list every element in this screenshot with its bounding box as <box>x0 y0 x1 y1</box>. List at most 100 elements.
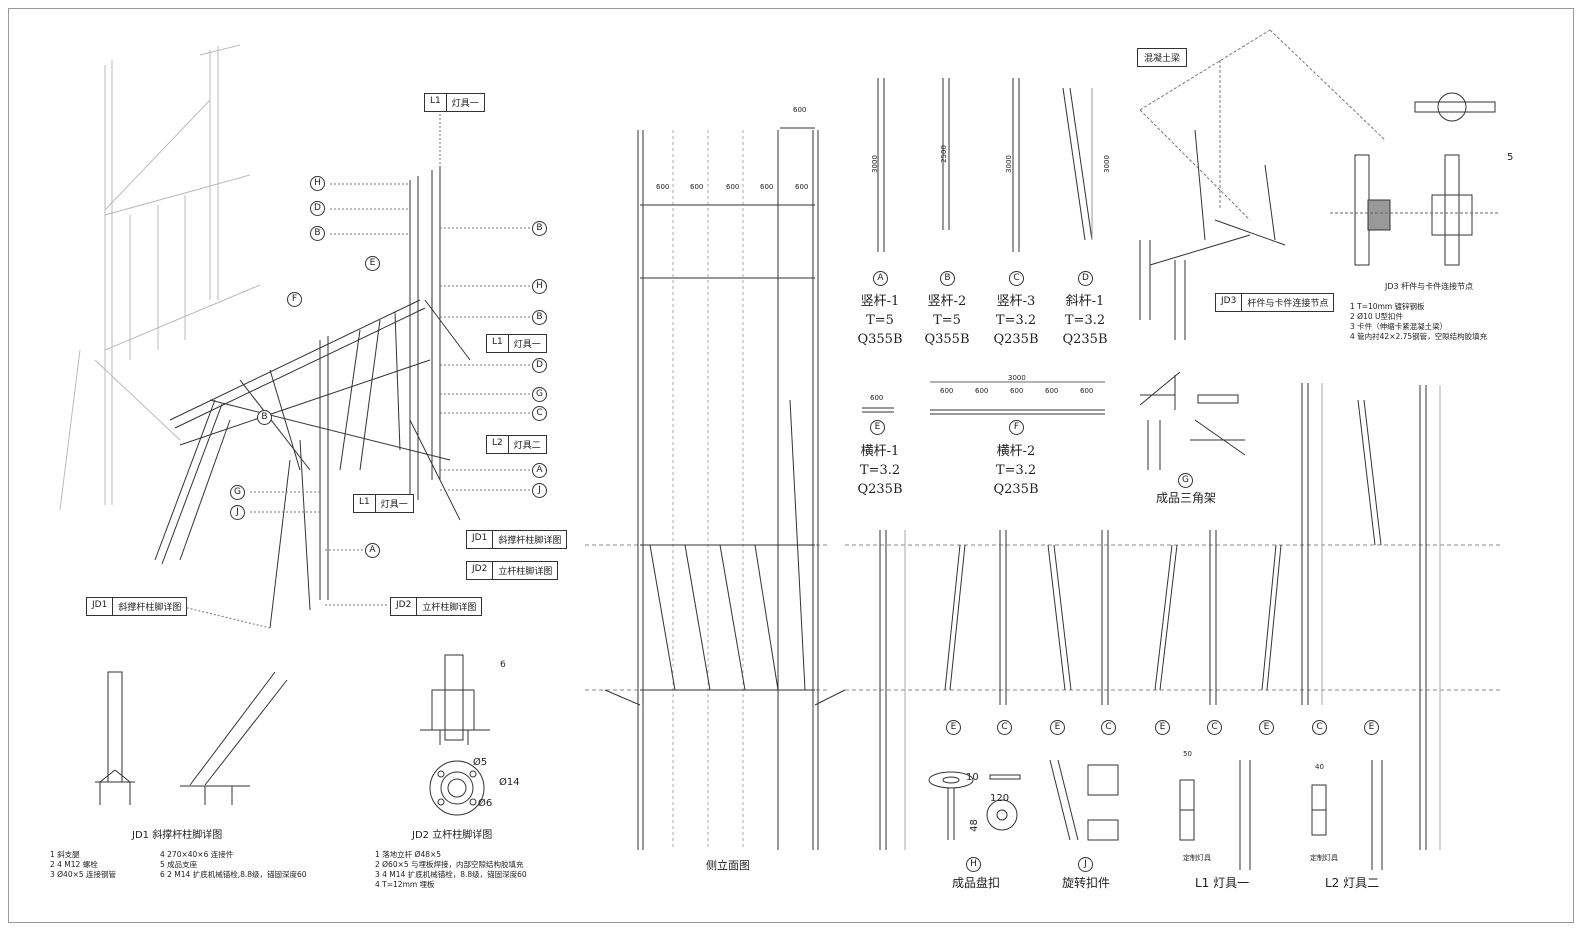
member-diagrams <box>862 78 1105 415</box>
row-letter: E <box>1259 720 1274 735</box>
jd2-title: JD2 立杆柱脚详图 <box>412 830 493 841</box>
side-elevation <box>585 127 846 850</box>
member-letter-a: A <box>873 271 888 286</box>
member-row <box>845 383 1500 850</box>
row-letter: C <box>997 720 1012 735</box>
lamp-l1-dim: 50 <box>1183 750 1192 758</box>
elevation-title: 侧立面图 <box>706 859 750 872</box>
drawing-sheet <box>8 8 1574 923</box>
ghost-structure <box>59 44 261 511</box>
axo-letter: B <box>257 410 272 425</box>
jd1-title: JD1 斜撑杆柱脚详图 <box>132 830 223 841</box>
jd2-dim-6: Ø6 <box>478 798 493 809</box>
triangle-caption: 成品三角架 <box>1156 491 1217 505</box>
member-letter-c: C <box>1009 271 1024 286</box>
row-letter: C <box>1207 720 1222 735</box>
rotary-clamp-caption: 旋转扣件 <box>1062 876 1111 890</box>
member-letter-e: E <box>870 420 885 435</box>
axo-letter: B <box>532 221 547 236</box>
jd2-dim-5: Ø5 <box>473 757 488 768</box>
bottom-hardware <box>928 759 1383 870</box>
jd2-dim-14: Ø14 <box>499 777 520 788</box>
elev-dim: 600 <box>690 183 704 191</box>
row-letter: E <box>1155 720 1170 735</box>
lamp-l2-sub: 定制灯具 <box>1310 854 1338 862</box>
axo-letter: B <box>532 310 547 325</box>
axo-letter: A <box>532 463 547 478</box>
axo-letter: G <box>230 485 245 500</box>
jd1-drawings <box>95 671 288 805</box>
row-letter: C <box>1312 720 1327 735</box>
dim-10: 10 <box>966 772 979 783</box>
dim-48: 48 <box>968 819 980 832</box>
dim-600: 600 <box>940 387 954 395</box>
hardware-letter-j: J <box>1078 857 1093 872</box>
dim-600: 600 <box>1045 387 1059 395</box>
triangle-bracket <box>1139 371 1246 470</box>
elev-dim: 600 <box>726 183 740 191</box>
row-letter: E <box>946 720 961 735</box>
pan-kou-caption: 成品盘扣 <box>952 876 1001 890</box>
elev-dim: 600 <box>656 183 670 191</box>
axo-letter: B <box>310 226 325 241</box>
dim-3000: 3000 <box>1004 155 1013 173</box>
jd3-weld: 5 <box>1507 152 1514 163</box>
concrete-beam-label: 混凝土梁 <box>1137 48 1188 67</box>
dim-600: 600 <box>1080 387 1094 395</box>
axo-letter: H <box>310 176 325 191</box>
triangle-letter: G <box>1178 473 1193 488</box>
row-letter: E <box>1050 720 1065 735</box>
dim-3200: 3000 <box>1102 155 1111 173</box>
lamp-l2-dim: 40 <box>1315 763 1324 771</box>
row-letter: C <box>1101 720 1116 735</box>
axo-letter: E <box>365 256 380 271</box>
axo-letter: H <box>532 279 547 294</box>
axo-letter: A <box>365 543 380 558</box>
jd3-title: JD3 杆件与卡件连接节点 <box>1385 282 1474 291</box>
member-letter-b: B <box>940 271 955 286</box>
axo-letter: C <box>532 406 547 421</box>
jd2-weld: 6 <box>500 660 506 670</box>
dim-600: 600 <box>870 394 884 402</box>
member-letter-f: F <box>1009 420 1024 435</box>
axo-letter: D <box>532 358 547 373</box>
axo-letter: D <box>310 201 325 216</box>
dim-600: 600 <box>975 387 989 395</box>
member-letter-d: D <box>1078 271 1093 286</box>
dim-2500: 2500 <box>939 145 948 163</box>
axo-letter: F <box>287 292 302 307</box>
dim-3000: 3000 <box>870 155 879 173</box>
axo-letter: J <box>230 505 245 520</box>
elev-dim: 600 <box>793 106 807 114</box>
dim-120: 120 <box>990 793 1010 804</box>
dim-3000-h: 3000 <box>1008 374 1026 382</box>
axo-structure <box>154 166 471 629</box>
lamp-l2-caption: L2 灯具二 <box>1325 876 1380 890</box>
hardware-letter-h: H <box>966 857 981 872</box>
lamp-l1-sub: 定制灯具 <box>1183 854 1211 862</box>
lamp-l1-caption: L1 灯具一 <box>1195 876 1250 890</box>
axo-letter: G <box>532 387 547 402</box>
elev-dim: 600 <box>760 183 774 191</box>
jd2-drawings <box>420 654 490 816</box>
